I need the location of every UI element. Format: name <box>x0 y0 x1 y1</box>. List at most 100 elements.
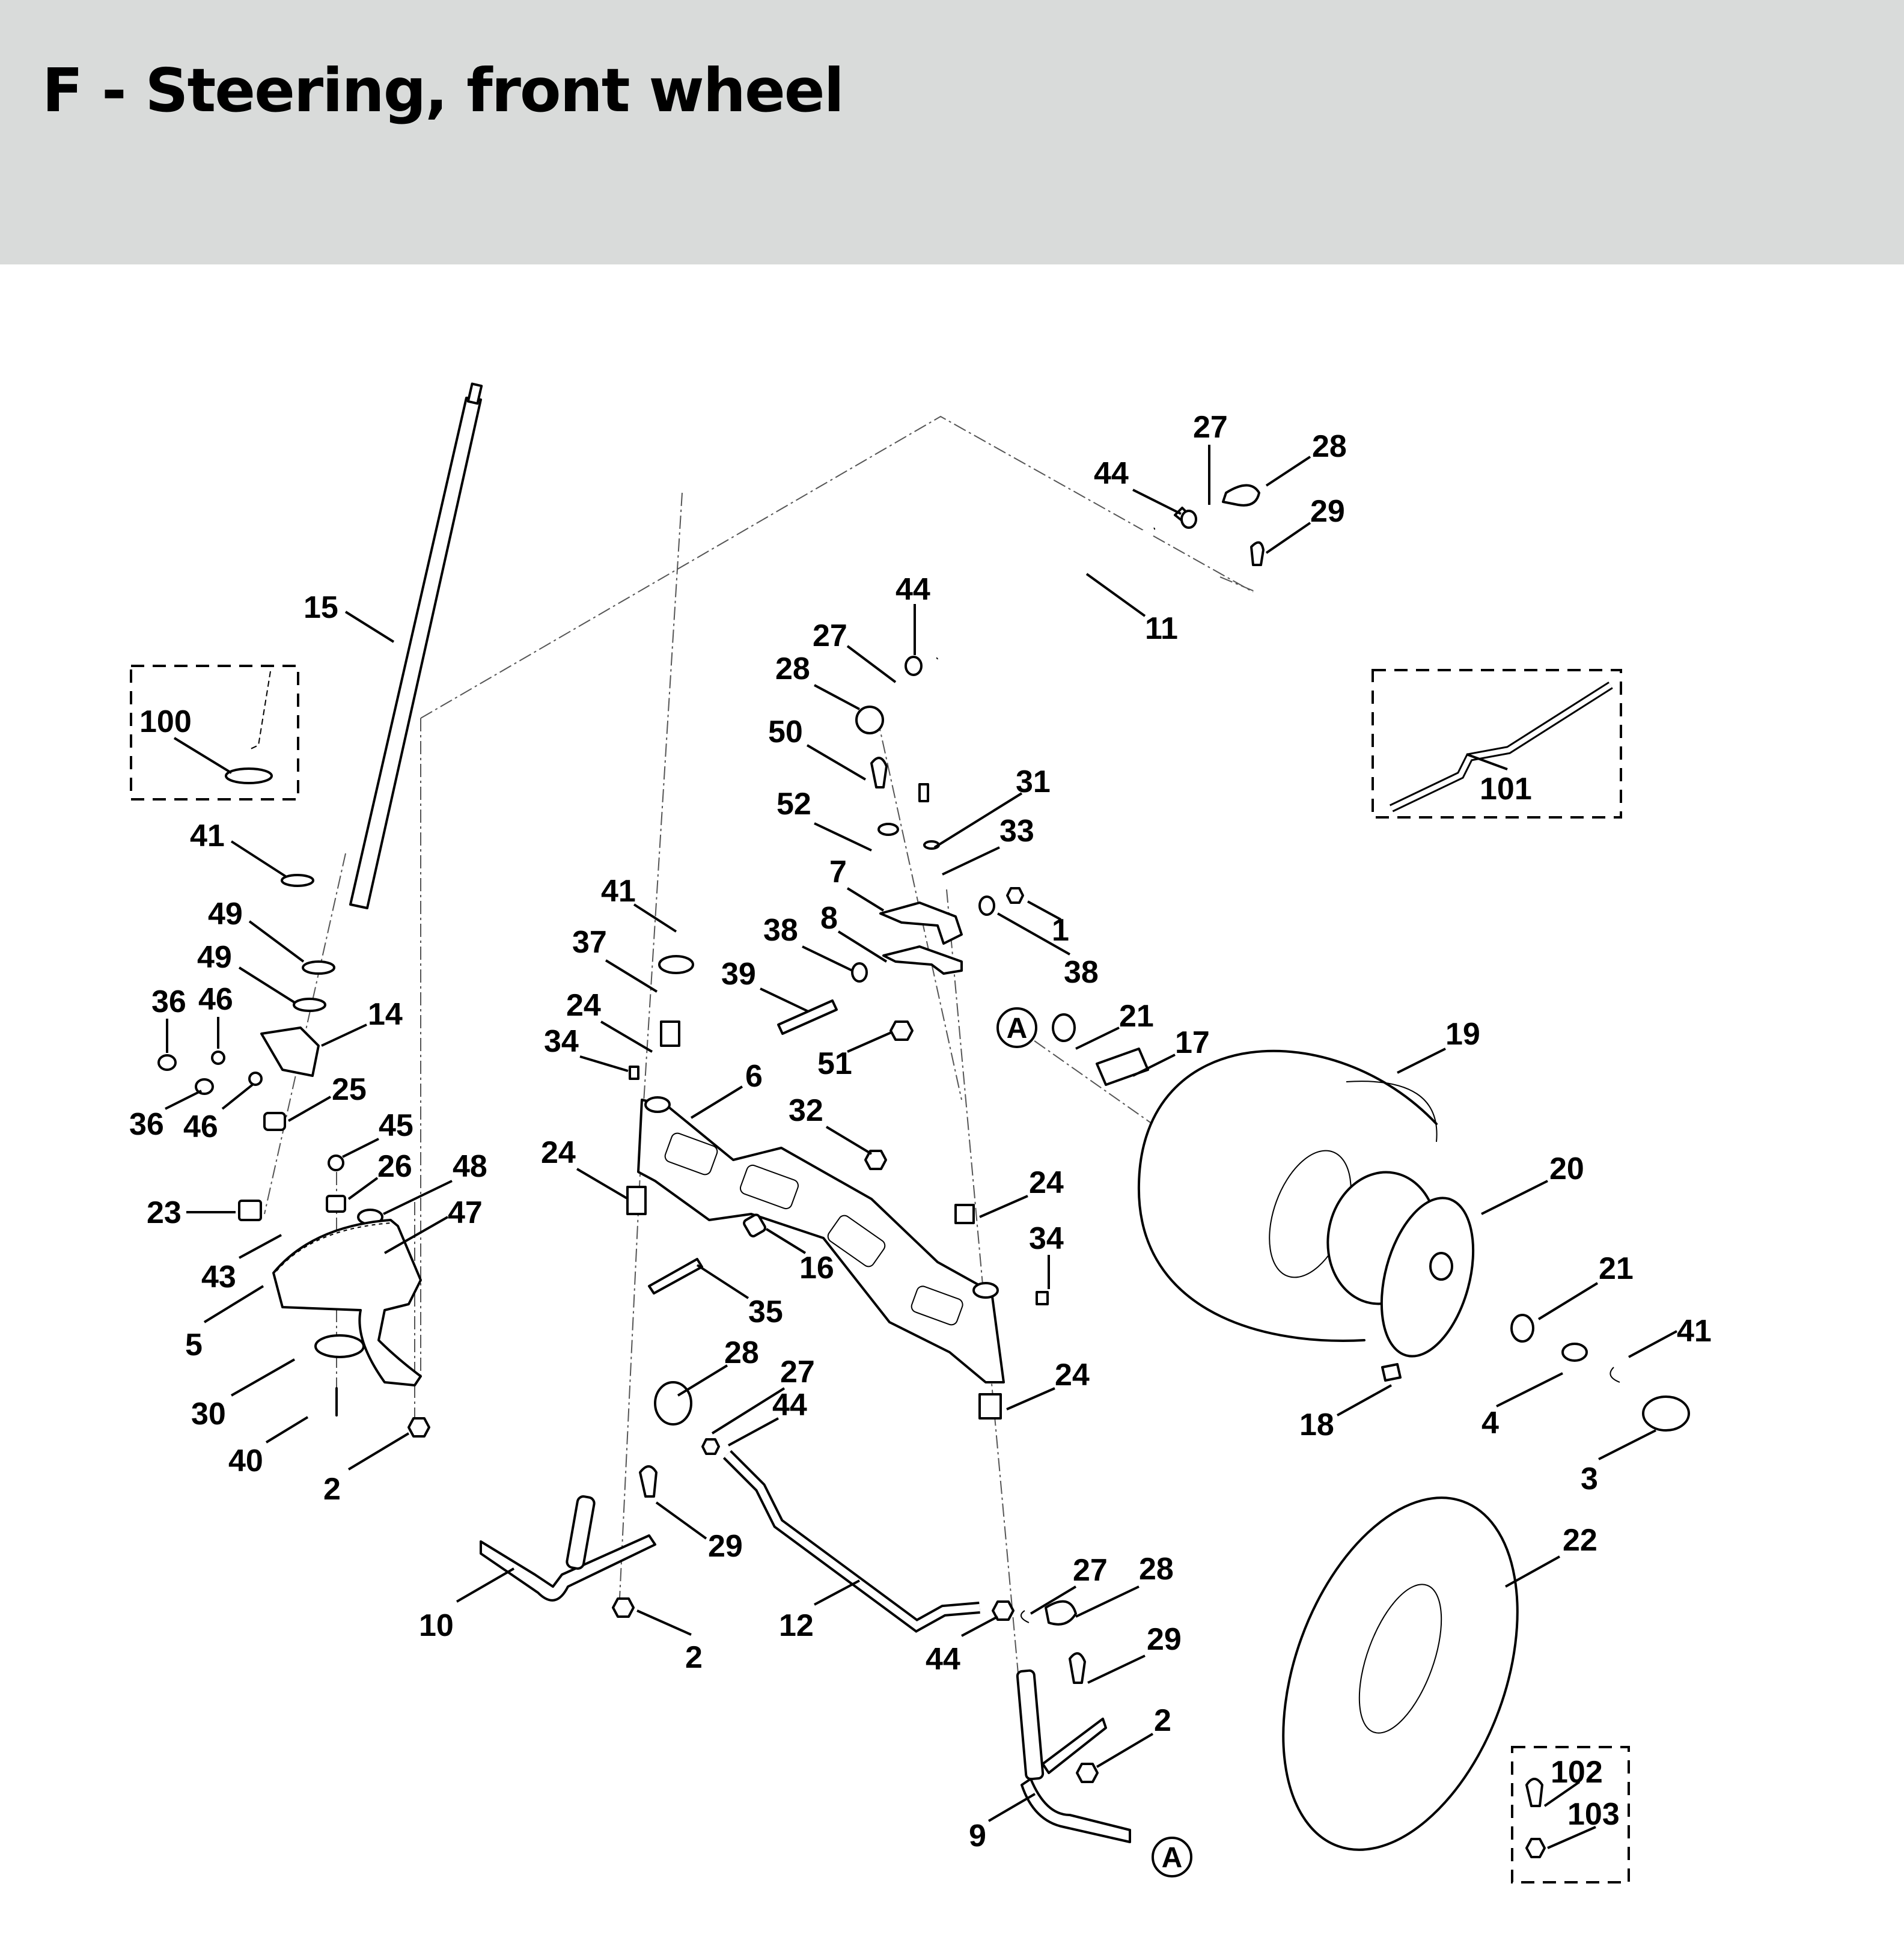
callout-17[interactable]: 17 <box>1132 1025 1210 1077</box>
part-7-8-steering-brackets[interactable] <box>777 887 1024 1041</box>
callout-28[interactable]: 28 <box>1075 1552 1174 1618</box>
callout-43[interactable]: 43 <box>201 1234 282 1295</box>
callout-5[interactable]: 5 <box>185 1285 264 1362</box>
callout-102[interactable]: 102 <box>1543 1755 1603 1807</box>
callout-27[interactable]: 27 <box>813 618 897 683</box>
callout-34[interactable]: 34 <box>544 1024 629 1072</box>
callout-10[interactable]: 10 <box>419 1567 515 1643</box>
callout-41[interactable]: 41 <box>190 819 287 877</box>
callout-44[interactable]: 44 <box>896 572 930 655</box>
callout-28[interactable]: 28 <box>677 1335 759 1397</box>
svg-text:12: 12 <box>779 1608 814 1643</box>
part-9-spindle-right[interactable] <box>992 1600 1131 1843</box>
callout-7[interactable]: 7 <box>829 855 885 912</box>
callout-19[interactable]: 19 <box>1397 1017 1480 1074</box>
callout-11[interactable]: 11 <box>1085 573 1178 646</box>
callout-100[interactable]: 100 <box>139 704 233 774</box>
callout-15[interactable]: 15 <box>304 590 395 643</box>
callout-36[interactable]: 36 <box>129 1090 202 1142</box>
svg-text:37: 37 <box>572 925 607 960</box>
callout-47[interactable]: 47 <box>384 1195 483 1254</box>
part-22-inner-tube[interactable] <box>1239 1466 1562 1882</box>
callout-2[interactable]: 2 <box>1096 1703 1171 1768</box>
callout-21[interactable]: 21 <box>1075 999 1154 1050</box>
part-11-drag-link[interactable] <box>855 484 1265 850</box>
callout-21[interactable]: 21 <box>1537 1251 1634 1320</box>
callout-49[interactable]: 49 <box>197 940 296 1004</box>
callout-12[interactable]: 12 <box>779 1579 860 1643</box>
callout-52[interactable]: 52 <box>777 787 872 852</box>
svg-text:20: 20 <box>1549 1151 1584 1186</box>
callout-24[interactable]: 24 <box>541 1135 629 1200</box>
callout-44[interactable]: 44 <box>728 1388 807 1447</box>
callout-50[interactable]: 50 <box>768 715 867 781</box>
steering-column-hardware[interactable] <box>157 874 385 1261</box>
callout-40[interactable]: 40 <box>228 1416 309 1478</box>
part-12-tie-rod[interactable] <box>722 1450 980 1633</box>
callout-31[interactable]: 31 <box>933 764 1051 849</box>
callout-3[interactable]: 3 <box>1581 1429 1656 1496</box>
callout-24[interactable]: 24 <box>979 1165 1064 1218</box>
callout-101[interactable]: 101 <box>1466 753 1532 807</box>
svg-text:28: 28 <box>1312 429 1347 464</box>
callout-49[interactable]: 49 <box>208 897 305 963</box>
svg-text:47: 47 <box>448 1195 483 1230</box>
callout-33[interactable]: 33 <box>942 814 1034 876</box>
callout-38[interactable]: 38 <box>763 913 853 972</box>
callout-28[interactable]: 28 <box>775 651 860 710</box>
callout-32[interactable]: 32 <box>789 1093 873 1155</box>
callout-16[interactable]: 16 <box>765 1228 834 1286</box>
part-20-rim[interactable] <box>1317 1164 1489 1366</box>
callout-2[interactable]: 2 <box>323 1432 410 1507</box>
svg-text:28: 28 <box>724 1335 759 1370</box>
callout-2[interactable]: 2 <box>636 1609 703 1675</box>
callout-103[interactable]: 103 <box>1547 1797 1620 1849</box>
callout-22[interactable]: 22 <box>1505 1523 1597 1588</box>
part-6-front-axle[interactable] <box>626 955 1049 1420</box>
callout-48[interactable]: 48 <box>383 1149 487 1215</box>
callout-39[interactable]: 39 <box>721 957 809 1013</box>
callout-38[interactable]: 38 <box>997 912 1099 990</box>
callout-20[interactable]: 20 <box>1481 1151 1584 1215</box>
callout-46[interactable]: 46 <box>198 982 233 1049</box>
callout-34[interactable]: 34 <box>1029 1221 1064 1289</box>
callout-6[interactable]: 6 <box>690 1059 763 1119</box>
callout-28[interactable]: 28 <box>1265 429 1347 487</box>
callout-27[interactable]: 27 <box>711 1355 815 1435</box>
part-10-spindle-left[interactable] <box>480 1381 720 1618</box>
callout-8[interactable]: 8 <box>820 901 888 963</box>
callout-9[interactable]: 9 <box>969 1793 1036 1853</box>
callout-36[interactable]: 36 <box>151 984 186 1053</box>
callout-25[interactable]: 25 <box>288 1072 367 1122</box>
callout-4[interactable]: 4 <box>1481 1372 1563 1441</box>
callout-45[interactable]: 45 <box>342 1108 413 1158</box>
callout-29[interactable]: 29 <box>1087 1622 1182 1684</box>
callout-30[interactable]: 30 <box>191 1358 295 1432</box>
callout-18[interactable]: 18 <box>1299 1384 1392 1442</box>
part-5-sector-gear[interactable] <box>272 1219 422 1417</box>
part-2-nut-left[interactable] <box>407 1417 430 1438</box>
callout-37[interactable]: 37 <box>572 925 658 993</box>
callout-29[interactable]: 29 <box>1265 494 1345 554</box>
callout-35[interactable]: 35 <box>696 1264 783 1329</box>
svg-text:17: 17 <box>1175 1025 1210 1060</box>
callout-1[interactable]: 1 <box>1027 900 1069 948</box>
callout-24[interactable]: 24 <box>1006 1358 1090 1411</box>
wheel-hardware[interactable] <box>1052 1013 1690 1432</box>
callout-14[interactable]: 14 <box>321 997 403 1047</box>
svg-text:38: 38 <box>763 913 798 948</box>
callout-44[interactable]: 44 <box>926 1615 998 1677</box>
callout-41[interactable]: 41 <box>601 874 677 933</box>
callout-46[interactable]: 46 <box>183 1084 254 1144</box>
callout-26[interactable]: 26 <box>347 1149 412 1200</box>
callout-51[interactable]: 51 <box>817 1031 893 1081</box>
callout-41[interactable]: 41 <box>1628 1314 1712 1358</box>
callout-23[interactable]: 23 <box>147 1195 236 1230</box>
callout-27[interactable]: 27 <box>1193 410 1228 505</box>
callout-24[interactable]: 24 <box>566 988 653 1053</box>
callout-29[interactable]: 29 <box>655 1501 743 1564</box>
part-15-steering-shaft[interactable] <box>349 382 483 909</box>
callout-44[interactable]: 44 <box>1094 456 1182 515</box>
svg-text:46: 46 <box>183 1109 218 1144</box>
callout-27[interactable]: 27 <box>1030 1553 1108 1615</box>
